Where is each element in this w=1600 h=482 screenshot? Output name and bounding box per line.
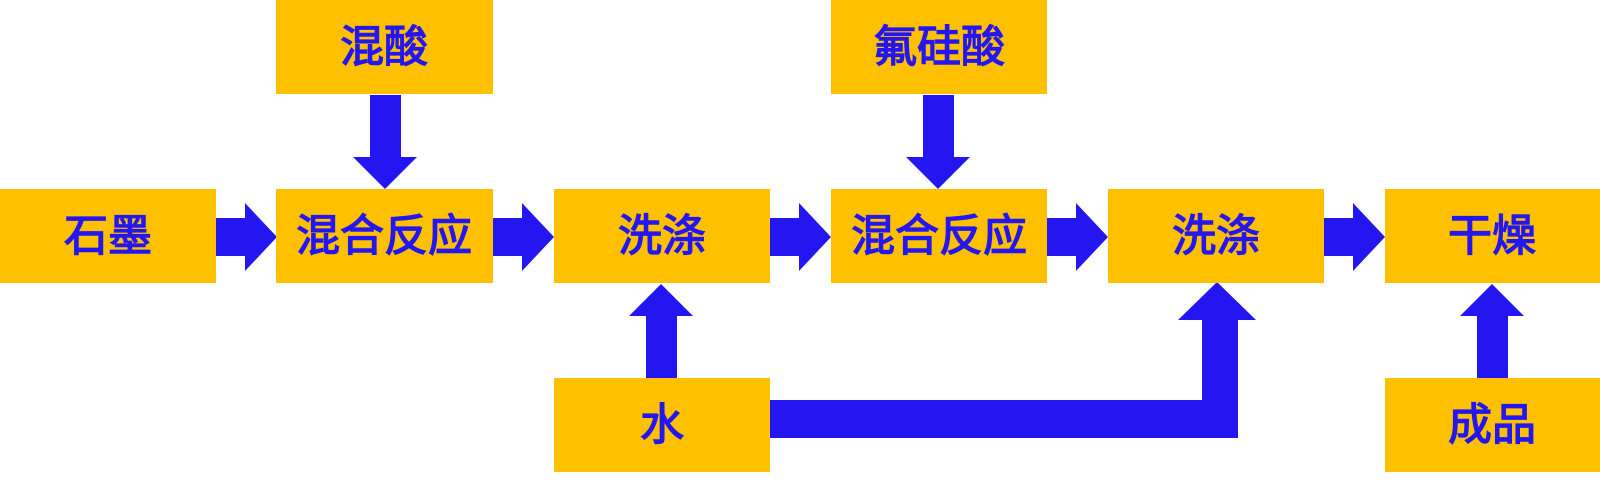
node-wash2-label: 洗涤 bbox=[1172, 211, 1260, 262]
node-reaction2-label: 混合反应 bbox=[851, 211, 1027, 262]
node-dry: 干燥 bbox=[1385, 189, 1600, 283]
node-dry-label: 干燥 bbox=[1448, 211, 1537, 262]
node-mixed-acid: 混酸 bbox=[276, 0, 493, 94]
arrow-reaction1-to-wash1 bbox=[493, 203, 554, 271]
node-product: 成品 bbox=[1385, 378, 1600, 472]
arrow-product-to-dry bbox=[1460, 284, 1524, 378]
node-wash2: 洗涤 bbox=[1108, 189, 1324, 283]
node-fluorosilicic-acid: 氟硅酸 bbox=[831, 0, 1047, 94]
node-reaction2: 混合反应 bbox=[831, 189, 1047, 283]
arrow-water-to-wash1 bbox=[629, 284, 693, 378]
arrow-graphite-to-reaction1 bbox=[216, 203, 277, 271]
node-graphite-label: 石墨 bbox=[64, 211, 152, 262]
node-reaction1: 混合反应 bbox=[276, 189, 493, 283]
node-graphite: 石墨 bbox=[0, 189, 216, 283]
node-water-label: 水 bbox=[640, 400, 685, 451]
arrow-reaction2-to-wash2 bbox=[1047, 203, 1108, 271]
node-fluorosilicic-acid-label: 氟硅酸 bbox=[873, 22, 1006, 73]
node-mixed-acid-label: 混酸 bbox=[340, 22, 429, 73]
arrow-wash2-to-dry bbox=[1324, 203, 1385, 271]
node-water: 水 bbox=[554, 378, 770, 472]
arrow-wash1-to-reaction2 bbox=[770, 203, 831, 271]
arrow-fluorosilicic-acid-to-reaction2 bbox=[906, 95, 970, 189]
node-wash1-label: 洗涤 bbox=[618, 211, 706, 262]
arrow-water-to-wash2 bbox=[770, 282, 1256, 438]
node-wash1: 洗涤 bbox=[554, 189, 770, 283]
arrow-mixed-acid-to-reaction1 bbox=[353, 95, 417, 189]
arrows bbox=[216, 95, 1524, 438]
node-reaction1-label: 混合反应 bbox=[296, 211, 472, 262]
node-product-label: 成品 bbox=[1448, 400, 1536, 451]
